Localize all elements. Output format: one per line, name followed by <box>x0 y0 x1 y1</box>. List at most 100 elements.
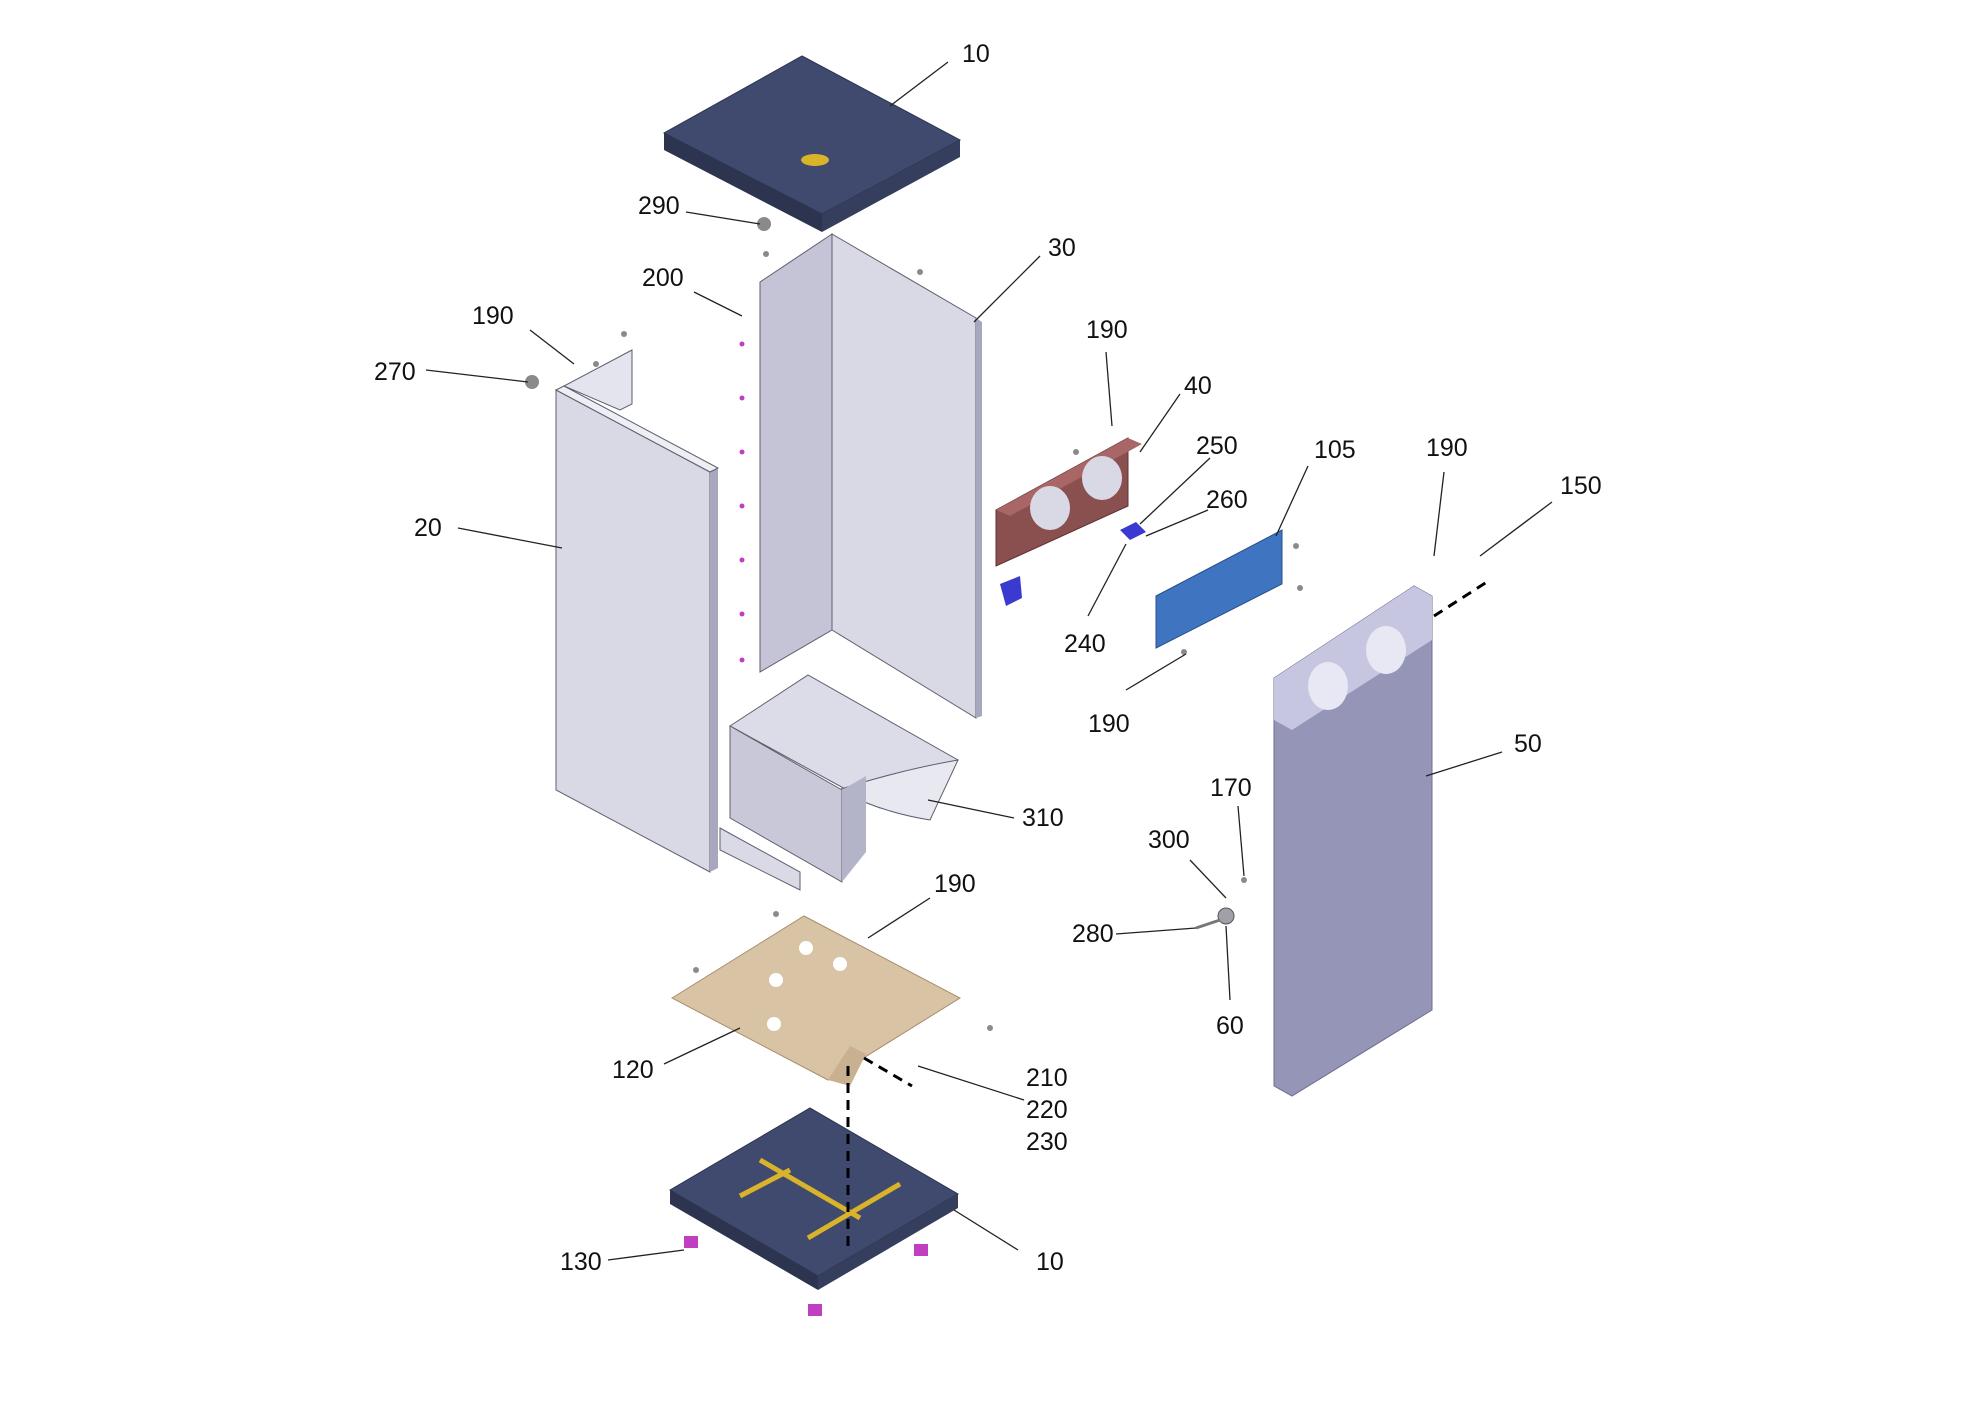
side-panel-20-return <box>562 349 633 411</box>
callout-10-top: 10 <box>962 40 990 68</box>
top-cover-part <box>662 55 962 232</box>
assembly-lines <box>846 578 1491 1252</box>
fan-tray-40-hole-left <box>1030 486 1070 530</box>
leader-260 <box>1145 509 1209 537</box>
lock-60-body <box>1217 907 1235 925</box>
screw <box>1181 649 1187 655</box>
leader-190b <box>1105 351 1113 427</box>
callout-20: 20 <box>414 514 442 542</box>
pin <box>739 449 745 455</box>
callout-210: 210 <box>1026 1064 1068 1092</box>
foot-right <box>914 1244 928 1256</box>
base-plate-120-face <box>670 915 962 1081</box>
feet-130-part <box>684 1236 928 1316</box>
callout-190e: 190 <box>934 870 976 898</box>
callout-170: 170 <box>1210 774 1252 802</box>
bracket-310-curve <box>836 759 959 821</box>
bracket-310-part <box>719 674 959 891</box>
base-10-rib-2 <box>806 1181 902 1241</box>
callout-190b: 190 <box>1086 316 1128 344</box>
leader-60 <box>1225 925 1231 1001</box>
bracket-250-260-part <box>1120 522 1146 540</box>
screw <box>917 269 923 275</box>
pin <box>739 557 745 563</box>
base-10-part <box>669 1107 959 1290</box>
pin <box>739 503 745 509</box>
base-plate-hole-4 <box>767 1017 781 1031</box>
screw <box>1297 585 1303 591</box>
leader-170 <box>1237 805 1245 877</box>
foot-front <box>808 1304 822 1316</box>
leader-30 <box>973 255 1041 323</box>
back-panel-30-part <box>759 233 982 719</box>
screw <box>621 331 627 337</box>
base-10-front-face <box>670 1190 818 1290</box>
leader-190c <box>1433 471 1445 557</box>
leader-200 <box>693 291 743 317</box>
callout-220: 220 <box>1026 1096 1068 1124</box>
base-plate-hole-2 <box>833 957 847 971</box>
hardware-pins-200 <box>739 341 745 663</box>
callout-30: 30 <box>1048 234 1076 262</box>
callout-310: 310 <box>1022 804 1064 832</box>
callout-200: 200 <box>642 264 684 292</box>
callout-270: 270 <box>374 358 416 386</box>
bracket-310-foot <box>719 827 801 891</box>
callout-120: 120 <box>612 1056 654 1084</box>
screw-270 <box>525 375 539 389</box>
bracket-310-leg <box>842 776 866 882</box>
callout-130: 130 <box>560 1248 602 1276</box>
side-panel-20-top-edge <box>554 385 720 473</box>
top-cover-side-face <box>822 140 960 232</box>
fan-tray-40-hole-right <box>1082 456 1122 500</box>
leader-280 <box>1115 927 1197 935</box>
door-50-hole-left <box>1308 662 1348 710</box>
screw <box>773 911 779 917</box>
top-cover-front-face <box>664 133 822 232</box>
pin <box>739 611 745 617</box>
leader-50 <box>1425 751 1503 777</box>
base-10-rib-1 <box>758 1157 862 1221</box>
fan-tray-40-part <box>995 437 1142 567</box>
hardware-screws <box>525 217 1303 1031</box>
screw-290 <box>757 217 771 231</box>
callout-10-bottom: 10 <box>1036 1248 1064 1276</box>
leader-120 <box>663 1027 741 1065</box>
leader-190d <box>1125 653 1187 691</box>
assembly-line-210 <box>863 1056 913 1088</box>
leader-20 <box>457 527 563 549</box>
leader-300 <box>1189 859 1227 899</box>
leader-130 <box>607 1249 685 1261</box>
back-panel-30-left-face <box>759 233 833 673</box>
callout-300: 300 <box>1148 826 1190 854</box>
callout-250: 250 <box>1196 432 1238 460</box>
side-panel-20-face <box>555 389 711 873</box>
base-plate-hole-1 <box>799 941 813 955</box>
back-panel-30-right-face <box>831 233 977 719</box>
leader-105 <box>1275 465 1309 537</box>
callout-50: 50 <box>1514 730 1542 758</box>
top-cover-slot <box>801 154 829 166</box>
leader-190a <box>529 329 575 365</box>
side-panel-20-part <box>554 349 720 873</box>
leader-10-bottom <box>953 1209 1019 1251</box>
screw <box>693 967 699 973</box>
leader-270 <box>425 369 529 383</box>
screw <box>593 361 599 367</box>
callout-260: 260 <box>1206 486 1248 514</box>
bracket-left-part <box>1000 576 1022 606</box>
leader-40 <box>1139 393 1181 453</box>
base-10-rib-3 <box>738 1167 792 1199</box>
callout-290: 290 <box>638 192 680 220</box>
leader-210 <box>917 1065 1025 1101</box>
pin <box>739 657 745 663</box>
pcb-105-part <box>1155 529 1283 649</box>
callout-190d: 190 <box>1088 710 1130 738</box>
leader-lines <box>425 61 1553 1261</box>
callout-60: 60 <box>1216 1012 1244 1040</box>
leader-240 <box>1087 543 1127 617</box>
leader-10-top <box>889 61 949 107</box>
leader-290 <box>685 211 761 225</box>
leader-190e <box>867 897 931 939</box>
